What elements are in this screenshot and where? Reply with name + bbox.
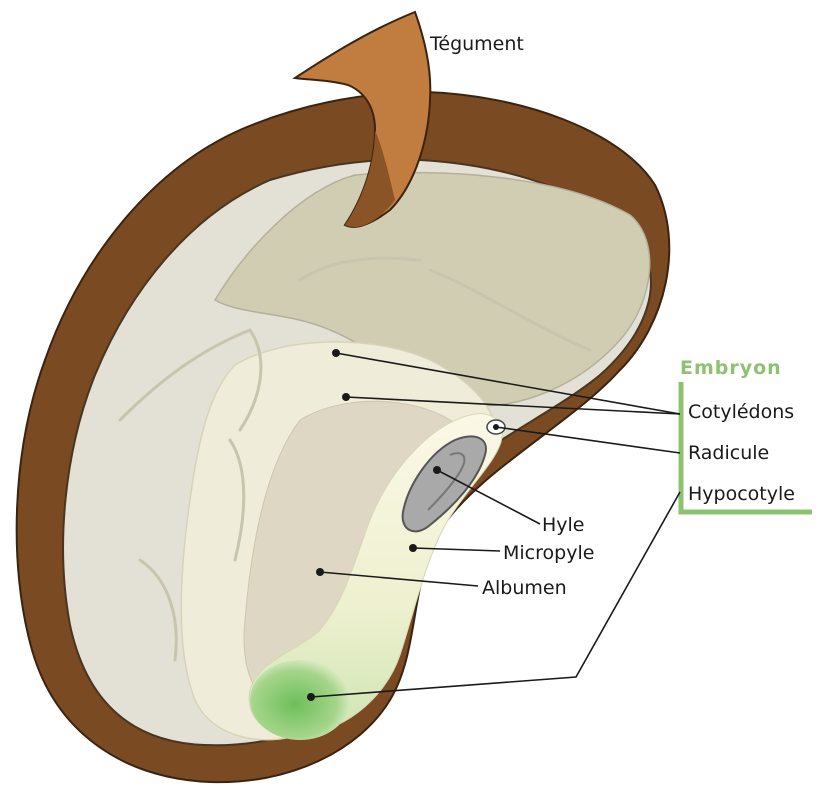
label-radicule: Radicule [688,442,769,464]
label-cotyledons: Cotylédons [688,401,794,423]
hypocotyl-green [250,660,350,740]
dot-micropyle [409,544,417,552]
dot-hyle [433,466,441,474]
label-albumen: Albumen [482,577,567,599]
label-embryon: Embryon [680,357,782,379]
label-hyle: Hyle [542,514,585,536]
dot-cotyledon-2 [342,393,350,401]
dot-radicule [493,424,499,430]
dot-albumen [316,568,324,576]
dot-cotyledon-1 [332,349,340,357]
label-tegument: Tégument [429,33,524,55]
dot-hypocotyle [307,693,315,701]
label-micropyle: Micropyle [503,542,594,564]
label-hypocotyle: Hypocotyle [688,483,795,505]
